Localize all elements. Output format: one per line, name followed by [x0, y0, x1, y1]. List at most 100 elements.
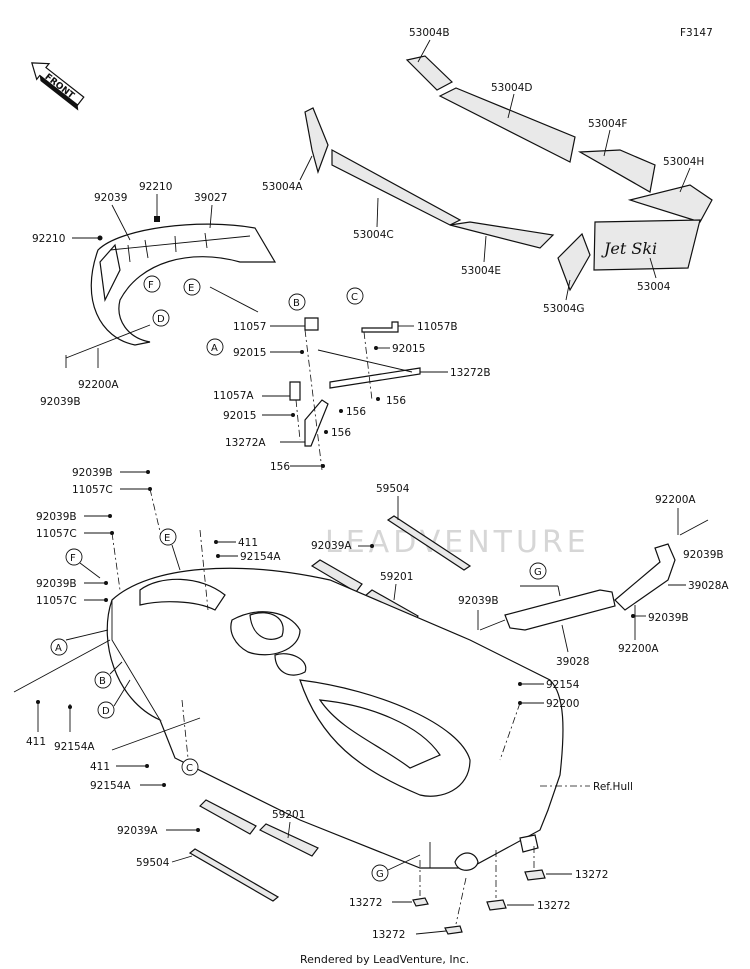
pad-59201-left[interactable] — [310, 559, 363, 593]
label-13272b: 13272B — [450, 367, 491, 379]
callout-b-mid — [288, 293, 306, 311]
decal-53004c[interactable] — [331, 148, 462, 226]
callout-e-hull-label: E — [164, 533, 170, 544]
hull-drain-fitting — [454, 852, 479, 871]
label-92039a-bottom: 92039A — [117, 825, 158, 837]
label-53004c: 53004C — [353, 229, 394, 241]
callout-a-mid — [206, 338, 224, 356]
label-11057c-l1: 11057C — [72, 484, 113, 496]
label-92210-top: 92210 — [139, 181, 172, 193]
label-92039-top: 92039 — [94, 192, 127, 204]
callout-f-top-label: F — [148, 280, 154, 291]
label-53004f: 53004F — [588, 118, 627, 130]
callout-e-hull — [159, 528, 177, 546]
label-39028: 39028 — [556, 656, 589, 668]
pad-13272-2[interactable] — [524, 869, 546, 881]
label-92200a-top-right: 92200A — [655, 494, 696, 506]
watermark-text: LEADVENTURE — [325, 525, 590, 560]
callout-b-left-label: B — [99, 676, 106, 687]
front-cover-39027[interactable] — [90, 223, 277, 346]
label-156-2: 156 — [386, 395, 406, 407]
label-92039a-top: 92039A — [311, 540, 352, 552]
rail-13272b[interactable] — [329, 367, 421, 389]
callout-g-right — [529, 562, 547, 580]
callout-d-top — [152, 309, 170, 327]
pad-59201-bottom-right[interactable] — [258, 823, 319, 857]
callout-d-left-label: D — [102, 706, 110, 717]
label-92154-right: 92154 — [546, 679, 580, 691]
label-11057a: 11057A — [213, 390, 254, 402]
hull-deck[interactable] — [106, 567, 564, 871]
label-53004h: 53004H — [663, 156, 704, 168]
label-92015-2: 92015 — [392, 343, 425, 355]
label-92039b-l1: 92039B — [72, 467, 113, 479]
label-53004b: 53004B — [409, 27, 450, 39]
decal-53004g[interactable] — [557, 232, 591, 292]
callout-c-bottom-label: C — [186, 763, 193, 774]
label-92039b-left: 92039B — [40, 396, 81, 408]
label-92015-3: 92015 — [223, 410, 256, 422]
pad-13272-3[interactable] — [486, 899, 507, 911]
callout-d-left — [97, 701, 115, 719]
decal-group: Jet Ski — [304, 55, 713, 292]
label-53004e: 53004E — [461, 265, 501, 277]
bracket-11057b[interactable] — [361, 321, 399, 333]
label-92154a-left: 92154A — [54, 741, 95, 753]
label-92154a-bottom: 92154A — [90, 780, 131, 792]
label-59201-top: 59201 — [380, 571, 413, 583]
figure-code: F3147 — [680, 27, 713, 39]
label-92039b-l2: 92039B — [36, 511, 77, 523]
decal-53004h[interactable] — [627, 184, 713, 223]
callout-b-left — [94, 671, 112, 689]
label-13272-3: 13272 — [537, 900, 570, 912]
label-53004g: 53004G — [543, 303, 585, 315]
decal-53004f[interactable] — [577, 149, 656, 193]
label-92200a-right: 92200A — [618, 643, 659, 655]
callout-c-mid-label: C — [351, 292, 358, 303]
label-92039b-mid: 92039B — [458, 595, 499, 607]
label-92210-left: 92210 — [32, 233, 65, 245]
callout-g-right-label: G — [534, 567, 542, 578]
label-411-top: 411 — [238, 537, 258, 549]
label-156-4: 156 — [270, 461, 290, 473]
label-411-bottom: 411 — [90, 761, 110, 773]
callout-f-left — [65, 548, 83, 566]
decal-53004d[interactable] — [438, 87, 576, 163]
callout-e-top-label: E — [188, 283, 194, 294]
ref-hull-label: Ref.Hull — [593, 781, 633, 793]
label-13272-2: 13272 — [575, 869, 608, 881]
pad-59201-bottom-left[interactable] — [199, 799, 257, 835]
label-59504-bottom: 59504 — [136, 857, 170, 869]
label-59504-top: 59504 — [376, 483, 410, 495]
label-13272-1: 13272 — [349, 897, 382, 909]
pad-13272-4[interactable] — [444, 925, 463, 935]
callout-g-bottom — [371, 864, 389, 882]
label-92200-right: 92200 — [546, 698, 579, 710]
rubber-strip-59504-top[interactable] — [386, 515, 472, 571]
rubber-strip-59504-bottom[interactable] — [188, 848, 280, 902]
label-39027: 39027 — [194, 192, 227, 204]
label-92039b-l3: 92039B — [36, 578, 77, 590]
callout-c-mid — [346, 287, 364, 305]
label-11057c-l3: 11057C — [36, 595, 77, 607]
label-39028a: 39028A — [688, 580, 729, 592]
callout-a-mid-label: A — [211, 343, 218, 354]
decal-53004b[interactable] — [405, 55, 454, 91]
bracket-11057a[interactable] — [289, 381, 301, 401]
rear-cover-39028[interactable] — [504, 589, 616, 631]
callout-a-left-label: A — [55, 643, 62, 654]
label-92039b-right: 92039B — [648, 612, 689, 624]
pad-13272-1[interactable] — [412, 897, 429, 907]
front-arrow-icon: FRONT — [31, 62, 85, 111]
callout-e-top — [183, 278, 201, 296]
callout-a-left — [50, 638, 68, 656]
decal-53004a[interactable] — [304, 107, 329, 174]
label-411-left: 411 — [26, 736, 46, 748]
callout-f-top — [143, 275, 161, 293]
callout-d-top-label: D — [157, 314, 165, 325]
decal-53004e[interactable] — [449, 221, 555, 249]
bracket-11057[interactable] — [304, 317, 319, 331]
rear-cover-39028a[interactable] — [614, 543, 676, 611]
decal-53004-jetski[interactable] — [593, 219, 701, 271]
